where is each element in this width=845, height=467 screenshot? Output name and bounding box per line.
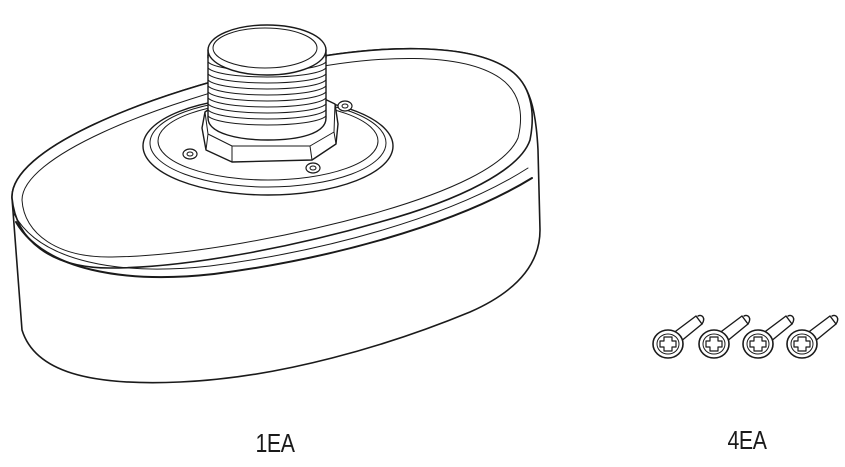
phillips-screw-icon (652, 314, 705, 359)
screw-set (652, 314, 839, 359)
junction-box-mount-icon (11, 24, 541, 384)
phillips-screw-icon (698, 314, 751, 359)
phillips-screw-icon (786, 314, 839, 359)
flange-screw-icon (182, 100, 353, 174)
screws-quantity-label: 4EA (727, 425, 767, 455)
mount-base-quantity-label: 1EA (255, 428, 295, 458)
phillips-screw-icon (742, 314, 795, 359)
